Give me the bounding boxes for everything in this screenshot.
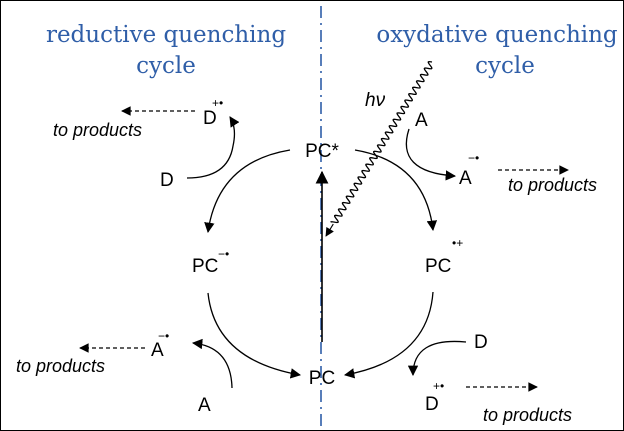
pc-excited-label: PC* — [305, 141, 339, 162]
to-products-right-top[interactable]: to products — [508, 175, 597, 195]
left-title-line2: cycle — [136, 53, 196, 79]
arrow-a-to-aminus-right — [405, 128, 457, 181]
light-label: hν — [365, 90, 386, 111]
pc-ground-label: PC — [309, 368, 335, 389]
acceptor-radical-left-label: A — [151, 340, 164, 361]
donor-left-label: D — [160, 170, 174, 191]
donor-radical-right-label: D — [425, 394, 439, 415]
left-title-line1: reductive quenching — [46, 22, 286, 48]
arrow-d-to-dplus-right — [407, 340, 467, 377]
arrow-pcstar-to-pcplus — [354, 149, 438, 232]
arrow-pcstar-to-pcminus — [204, 149, 291, 234]
pc-oxidized-label: PC — [425, 256, 451, 277]
acceptor-radical-left-charge: −• — [158, 329, 169, 343]
light-wave — [330, 60, 433, 224]
to-products-left-bottom[interactable]: to products — [16, 356, 105, 376]
light-wave-arrowhead — [325, 223, 334, 237]
pc-oxidized-charge: •+ — [452, 236, 463, 250]
donor-right-label: D — [474, 332, 488, 353]
pc-reduced-label: PC — [192, 256, 218, 277]
to-products-right-bottom[interactable]: to products — [483, 405, 572, 425]
to-products-left-top[interactable]: to products — [53, 120, 142, 140]
right-title-line1: oxydative quenching — [376, 22, 618, 48]
pc-reduced-charge: −• — [218, 247, 229, 261]
arrow-pcminus-to-pc — [207, 292, 302, 379]
arrow-d-to-dplus — [186, 116, 240, 179]
arrow-pcplus-to-pc — [343, 291, 434, 379]
right-title-line2: cycle — [475, 53, 535, 79]
acceptor-radical-right-charge: −• — [468, 151, 479, 165]
acceptor-right-label: A — [415, 110, 428, 131]
acceptor-left-label: A — [198, 395, 211, 416]
arrow-a-to-aminus — [191, 338, 233, 389]
donor-radical-right-charge: +• — [433, 379, 444, 393]
donor-radical-left-charge: +• — [212, 96, 223, 110]
acceptor-radical-right-label: A — [459, 168, 472, 189]
donor-radical-left-label: D — [203, 108, 217, 129]
